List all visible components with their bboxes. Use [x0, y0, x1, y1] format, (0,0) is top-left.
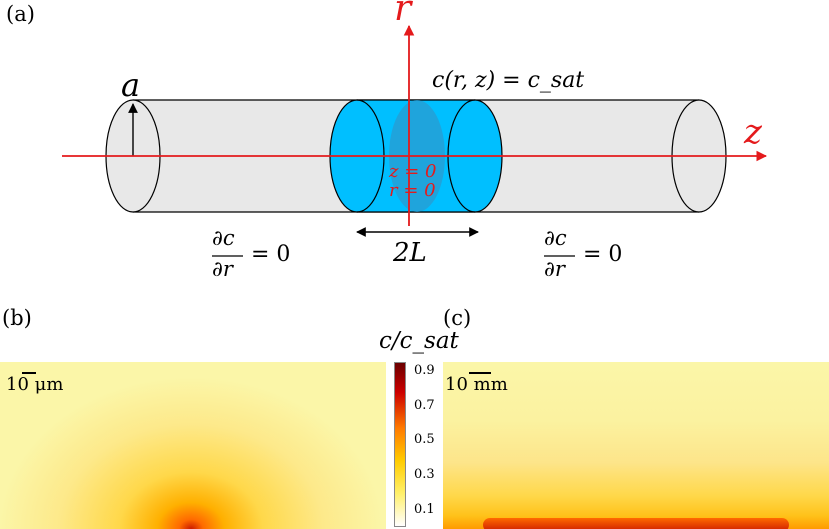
colorbar-title: c/c_sat — [379, 328, 459, 354]
flux-right-rhs: = 0 — [583, 242, 623, 267]
scale-bar-macro — [469, 372, 491, 374]
scale-label-micro: 10 μm — [6, 374, 64, 395]
length-label: 2L — [393, 238, 427, 268]
axis-r-label: r — [394, 0, 412, 29]
colorbar — [394, 362, 406, 527]
colorbar-tick-0: 0.9 — [414, 363, 435, 378]
panel-b-tag: (b) — [2, 306, 32, 330]
flux-right-denominator: ∂r — [544, 257, 565, 281]
flux-left-numerator: ∂c — [212, 226, 235, 250]
panel-a-tag: (a) — [6, 2, 35, 26]
flux-left-denominator: ∂r — [212, 257, 233, 281]
flux-right-numerator: ∂c — [544, 226, 567, 250]
flux-left-rhs: = 0 — [251, 242, 291, 267]
colorbar-tick-4: 0.1 — [414, 502, 435, 517]
radius-label: a — [121, 66, 141, 104]
heatmap-micro: 10 μm — [0, 362, 386, 529]
origin-r-label: r = 0 — [389, 180, 436, 201]
colorbar-tick-3: 0.3 — [414, 467, 435, 482]
source-strip — [483, 518, 789, 529]
boundary-condition-label: c(r, z) = c_sat — [432, 68, 585, 93]
scale-label-macro: 10 mm — [445, 374, 508, 395]
colorbar-tick-1: 0.7 — [414, 398, 435, 413]
heatmap-macro: 10 mm — [443, 362, 829, 529]
colorbar-tick-2: 0.5 — [414, 432, 435, 447]
axis-z-label: z — [744, 112, 762, 152]
origin-z-label: z = 0 — [389, 161, 437, 182]
panel-c-tag: (c) — [443, 306, 472, 330]
scale-bar-micro — [22, 372, 36, 374]
